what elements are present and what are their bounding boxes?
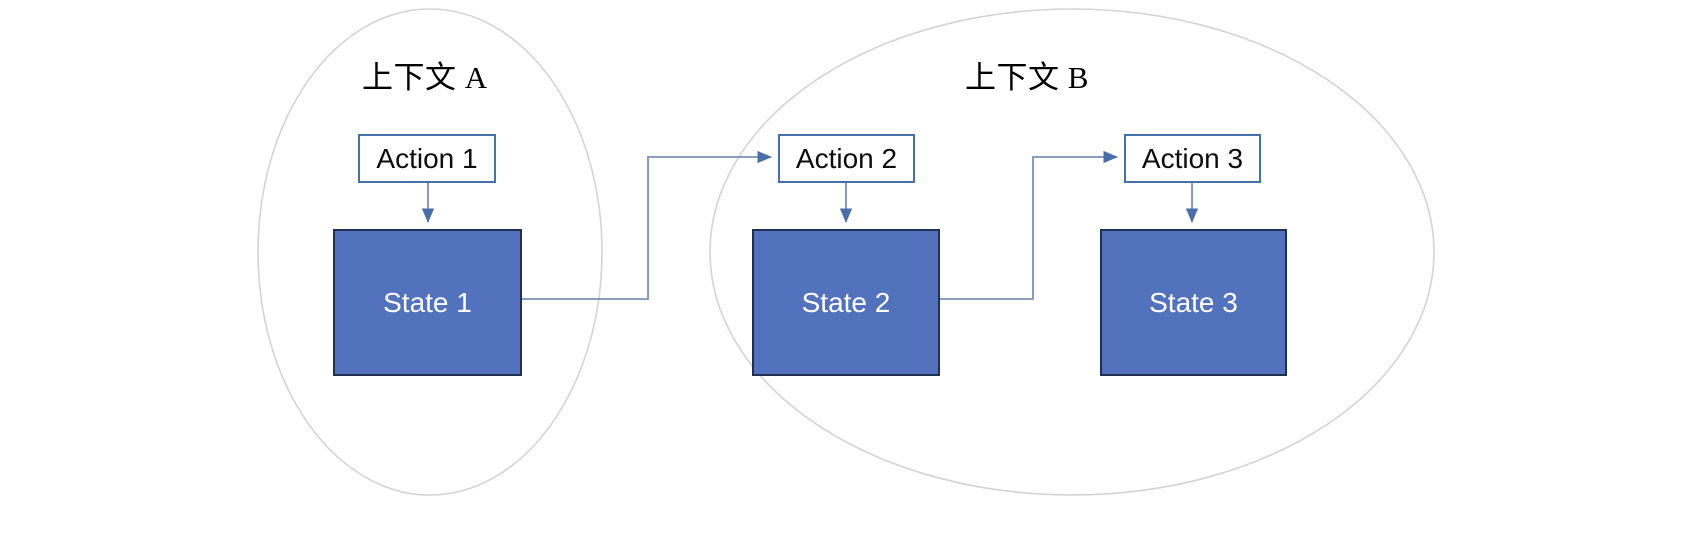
context-b-ellipse	[709, 8, 1435, 496]
context-b-label: 上下文 B	[965, 60, 1089, 95]
connector-state1-to-action2	[522, 150, 772, 300]
context-a-label: 上下文 A	[362, 60, 488, 95]
state-2[interactable]: State 2	[752, 229, 940, 376]
state-3[interactable]: State 3	[1100, 229, 1287, 376]
action-3[interactable]: Action 3	[1124, 134, 1261, 183]
context-a-ellipse	[257, 8, 603, 496]
action-2[interactable]: Action 2	[778, 134, 915, 183]
action-1[interactable]: Action 1	[358, 134, 496, 183]
state-1[interactable]: State 1	[333, 229, 522, 376]
connector-state2-to-action3	[940, 150, 1118, 300]
connectors	[421, 150, 1199, 300]
context-ellipses	[257, 8, 1435, 496]
